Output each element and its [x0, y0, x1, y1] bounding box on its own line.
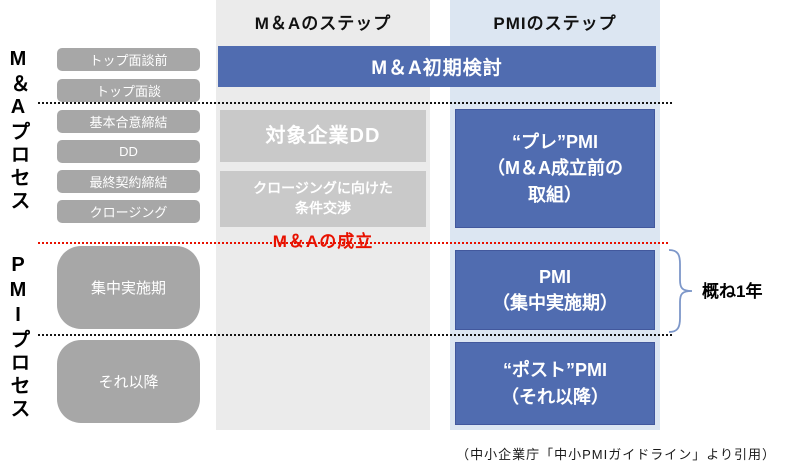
ma-process-vertical-label: M＆Aプロセス: [7, 48, 29, 213]
ma-step-box: 基本合意締結: [57, 110, 200, 133]
target-company-dd-box: 対象企業DD: [220, 110, 426, 162]
ma-step-box: DD: [57, 140, 200, 163]
pmi-process-vertical-label: PMIプロセス: [7, 254, 29, 421]
phase-divider-dotted-line-bottom: [38, 334, 674, 336]
ma-step-box: 最終契約締結: [57, 170, 200, 193]
ma-completion-red-dotted-line: [38, 242, 670, 244]
pmi-step-box: それ以降: [57, 340, 200, 423]
citation-text: （中小企業庁「中小PMIガイドライン」より引用）: [456, 447, 776, 462]
closing-negotiation-box: クロージングに向けた 条件交渉: [220, 171, 426, 227]
pmi-steps-header: PMIのステップ: [493, 13, 617, 33]
ma-step-box: クロージング: [57, 200, 200, 223]
ma-initial-review-bar: M＆A初期検討: [218, 46, 656, 87]
pmi-box: PMI （集中実施期）: [455, 250, 655, 330]
ma-completion-label: M＆Aの成立: [272, 232, 374, 251]
ma-step-box: トップ面談前: [57, 48, 200, 71]
ma-step-box: トップ面談: [57, 79, 200, 102]
curly-brace-icon: [668, 249, 693, 333]
pre-pmi-box: “プレ”PMI （M＆A成立前の 取組）: [455, 109, 655, 228]
post-pmi-box: “ポスト”PMI （それ以降）: [455, 342, 655, 425]
phase-divider-dotted-line-top: [38, 102, 674, 104]
ma-steps-header: M＆Aのステップ: [254, 13, 392, 33]
duration-bracket: [666, 247, 700, 335]
pmi-step-box: 集中実施期: [57, 246, 200, 329]
duration-label: 概ね1年: [702, 282, 763, 301]
